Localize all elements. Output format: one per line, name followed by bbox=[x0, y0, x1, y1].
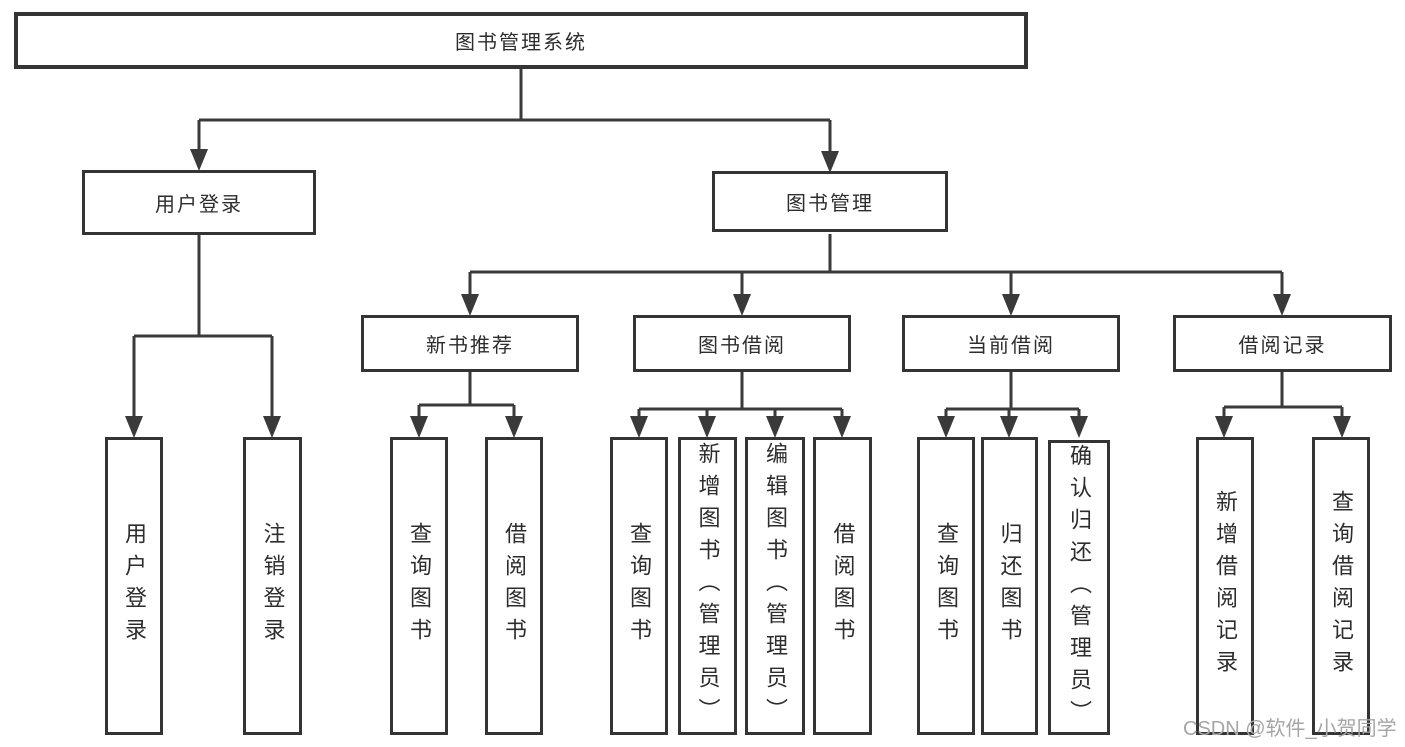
node-leaf-edit-book-admin: 编辑图书（管理员） bbox=[745, 437, 805, 735]
node-label: 新增图书（管理员） bbox=[695, 442, 721, 730]
arrow-icon bbox=[1273, 294, 1291, 316]
arrow-icon bbox=[1000, 416, 1018, 438]
arrow-icon bbox=[937, 416, 955, 438]
connector-new-book-group bbox=[417, 372, 516, 418]
connector-book-borrow-group bbox=[637, 372, 844, 418]
node-leaf-add-borrow-record: 新增借阅记录 bbox=[1196, 437, 1254, 735]
node-leaf-user-login: 用户登录 bbox=[105, 437, 163, 735]
node-leaf-return-book: 归还图书 bbox=[981, 437, 1038, 735]
node-label: 注销登录 bbox=[260, 522, 286, 650]
connector-user-login-group bbox=[132, 235, 274, 418]
node-borrow-record: 借阅记录 bbox=[1173, 315, 1392, 372]
node-leaf-borrow-book: 借阅图书 bbox=[813, 437, 872, 735]
node-leaf-query-borrow-record: 查询借阅记录 bbox=[1312, 437, 1370, 735]
node-leaf-add-book-admin: 新增图书（管理员） bbox=[678, 437, 737, 735]
arrow-icon bbox=[461, 294, 479, 316]
arrow-icon bbox=[190, 149, 208, 171]
node-label: 图书借阅 bbox=[698, 335, 786, 357]
arrow-icon bbox=[766, 416, 784, 438]
node-label: 用户登录 bbox=[155, 194, 243, 216]
arrow-icon bbox=[410, 416, 428, 438]
arrow-icon bbox=[263, 416, 281, 438]
node-leaf-confirm-return-admin: 确认归还（管理员） bbox=[1048, 440, 1110, 735]
arrow-icon bbox=[505, 416, 523, 438]
node-label: 归还图书 bbox=[997, 522, 1023, 650]
arrow-icon bbox=[698, 416, 716, 438]
node-label: 当前借阅 bbox=[967, 335, 1055, 357]
node-label: 借阅图书 bbox=[502, 522, 527, 650]
node-label: 新书推荐 bbox=[426, 335, 514, 357]
connector-current-borrow-group bbox=[944, 372, 1081, 418]
node-book-management: 图书管理 bbox=[712, 171, 948, 232]
arrow-icon bbox=[1070, 416, 1088, 438]
arrow-icon bbox=[1215, 416, 1233, 438]
connector-root-trunk bbox=[197, 69, 832, 154]
node-library-system: 图书管理系统 bbox=[14, 12, 1028, 69]
arrow-icon bbox=[125, 416, 143, 438]
node-leaf-query-book-current: 查询图书 bbox=[917, 437, 975, 735]
connector-book-mgmt-trunk bbox=[468, 234, 1284, 296]
node-label: 查询图书 bbox=[407, 522, 432, 650]
node-label: 新增借阅记录 bbox=[1213, 490, 1238, 682]
arrow-icon bbox=[733, 294, 751, 316]
node-leaf-logout: 注销登录 bbox=[243, 437, 302, 735]
csdn-watermark: CSDN @软件_小贺同学 bbox=[1183, 718, 1397, 740]
node-user-login: 用户登录 bbox=[82, 170, 316, 235]
arrow-icon bbox=[821, 151, 839, 173]
node-book-borrow: 图书借阅 bbox=[633, 315, 851, 372]
arrow-icon bbox=[1002, 294, 1020, 316]
node-label: 借阅记录 bbox=[1238, 335, 1327, 357]
node-label: 查询图书 bbox=[934, 522, 959, 650]
node-new-book-recommend: 新书推荐 bbox=[361, 315, 579, 372]
node-label: 图书管理系统 bbox=[455, 32, 587, 54]
node-leaf-query-book: 查询图书 bbox=[610, 437, 668, 735]
arrow-icon bbox=[630, 416, 648, 438]
node-leaf-query-book-recommend: 查询图书 bbox=[390, 437, 448, 735]
arrow-icon bbox=[833, 416, 851, 438]
node-current-borrow: 当前借阅 bbox=[902, 315, 1120, 372]
node-label: 确认归还（管理员） bbox=[1067, 443, 1092, 732]
node-label: 用户登录 bbox=[122, 522, 147, 650]
arrow-icon bbox=[1333, 416, 1351, 438]
node-label: 编辑图书（管理员） bbox=[763, 442, 788, 730]
connector-borrow-record-group bbox=[1222, 372, 1344, 418]
node-leaf-borrow-book-recommend: 借阅图书 bbox=[485, 437, 543, 735]
node-label: 查询图书 bbox=[627, 522, 652, 650]
node-label: 借阅图书 bbox=[830, 522, 856, 650]
node-label: 图书管理 bbox=[786, 193, 874, 215]
node-label: 查询借阅记录 bbox=[1329, 490, 1354, 682]
